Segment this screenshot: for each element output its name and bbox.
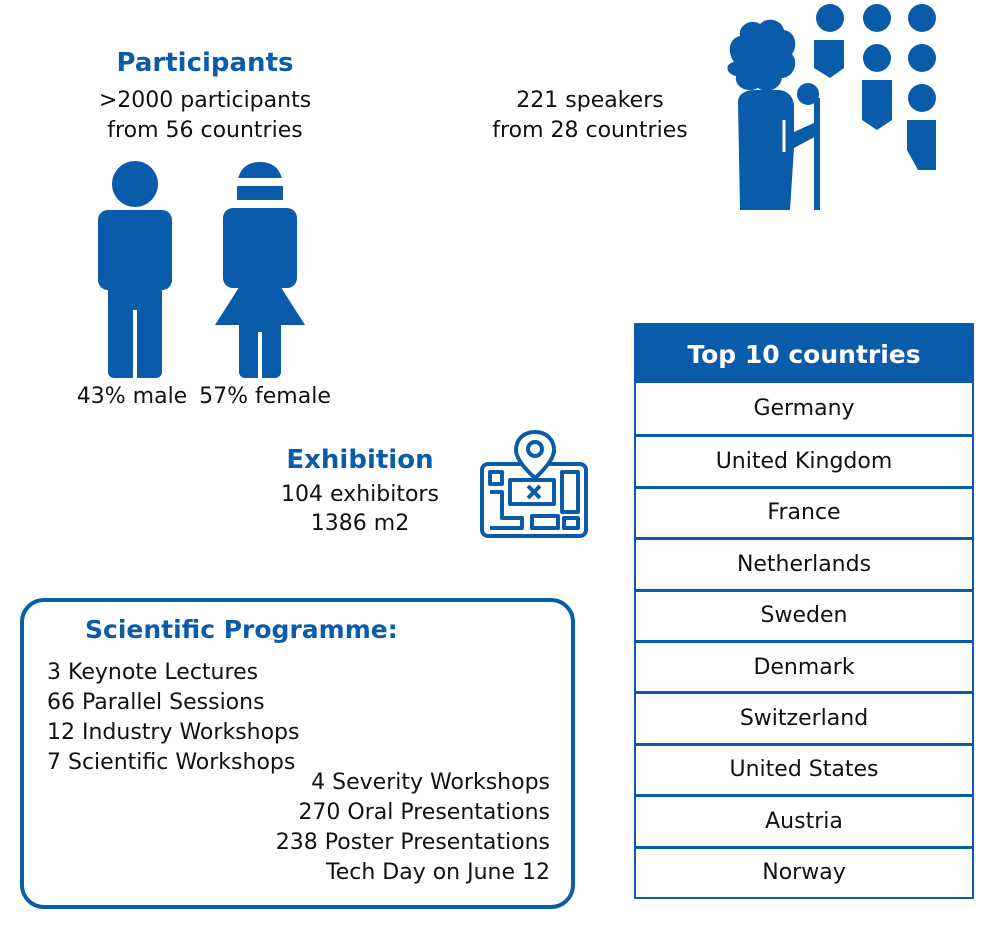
female-person-icon — [215, 162, 305, 378]
programme-item: 270 Oral Presentations — [298, 800, 550, 825]
country-item: France — [636, 485, 972, 537]
programme-item: 12 Industry Workshops — [47, 720, 300, 745]
top-countries-table: Top 10 countries Germany United Kingdom … — [634, 323, 974, 899]
country-list: Germany United Kingdom France Netherland… — [636, 383, 972, 897]
country-item: Norway — [636, 845, 972, 897]
programme-item: Tech Day on June 12 — [326, 860, 550, 885]
programme-list-right: 4 Severity Workshops 270 Oral Presentati… — [250, 768, 550, 888]
top-countries-title: Top 10 countries — [636, 325, 972, 383]
country-item: Sweden — [636, 588, 972, 640]
country-item: Switzerland — [636, 691, 972, 742]
country-item: Denmark — [636, 639, 972, 691]
participants-count: >2000 participants — [98, 88, 312, 113]
speakers-countries: from 28 countries — [492, 118, 688, 143]
floor-plan-map-icon — [480, 430, 588, 538]
exhibition-area: 1386 m2 — [310, 511, 410, 536]
participants-countries: from 56 countries — [107, 118, 303, 143]
programme-item: 3 Keynote Lectures — [47, 660, 259, 685]
programme-item: 238 Poster Presentations — [275, 830, 550, 855]
female-percentage: 57% female — [199, 384, 331, 409]
male-person-icon — [98, 161, 172, 378]
programme-list-left: 3 Keynote Lectures 66 Parallel Sessions … — [47, 658, 299, 778]
country-item: United States — [636, 742, 972, 794]
programme-item: 4 Severity Workshops — [311, 770, 550, 795]
programme-item: 66 Parallel Sessions — [47, 690, 265, 715]
scientific-programme-box — [20, 598, 575, 909]
country-item: United Kingdom — [636, 434, 972, 485]
speakers-count: 221 speakers — [516, 88, 664, 113]
speaker-audience-icon — [727, 4, 936, 210]
country-item: Germany — [753, 396, 855, 422]
exhibitors-count: 104 exhibitors — [281, 482, 439, 507]
exhibition-title: Exhibition — [286, 445, 434, 475]
programme-item: 7 Scientific Workshops — [47, 750, 296, 775]
scientific-programme-title: Scientific Programme: — [85, 615, 398, 644]
country-item: Austria — [636, 794, 972, 845]
male-percentage: 43% male — [76, 384, 188, 409]
participants-title: Participants — [116, 48, 294, 78]
country-item: Netherlands — [636, 537, 972, 588]
